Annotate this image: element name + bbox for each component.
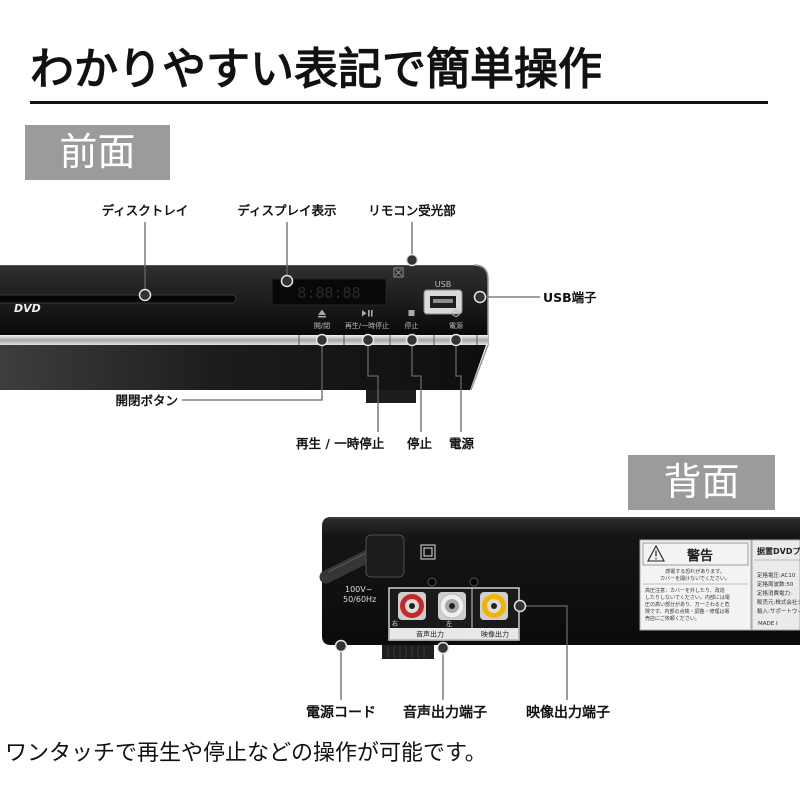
stop-icon (408, 310, 415, 316)
rating-line: 販売元:株式会社ジ (757, 598, 800, 606)
callout-dot-open-close (315, 333, 329, 347)
display-digits: 8:88:88 (297, 284, 360, 302)
double-insulation-icon (420, 544, 436, 560)
warning-line: したりしないでください。内部には電 (645, 594, 730, 601)
usb-label: USB (435, 280, 451, 289)
callout-line-open-close (182, 340, 323, 401)
button-separators (298, 335, 478, 345)
callout-dot-stop (405, 333, 419, 347)
button-label-power: 電源 (449, 321, 463, 330)
callout-display: ディスプレイ表示 (237, 203, 337, 218)
audio-right-label: 右 (392, 620, 398, 628)
callout-video-out-jack: 映像出力端子 (526, 705, 610, 721)
voltage-text: 100V~ (345, 585, 372, 594)
audio-left-jack-hole (449, 603, 455, 609)
audio-left-label: 左 (446, 620, 452, 628)
rating-line: 定格消費電力: (757, 589, 792, 597)
front-callout-lines (144, 222, 540, 432)
front-callout-dots (138, 253, 487, 347)
av-output-panel: 右 左 音声出力 映像出力 (388, 587, 520, 641)
back-device: 100V~ 50/60Hz (319, 517, 800, 659)
rating-line: 定格周波数:50 (757, 580, 794, 588)
callout-audio-out-jacks: 音声出力端子 (403, 705, 487, 721)
callout-disc-tray: ディスクトレイ (101, 203, 189, 218)
warning-line: 圧の高い部分があり、万一さわると危 (645, 601, 730, 608)
audio-right-jack-hole (409, 603, 415, 609)
eject-icon (318, 309, 326, 318)
back-foot (382, 645, 434, 659)
callout-line-play-pause (367, 340, 379, 432)
callout-dot-video-out (513, 599, 527, 613)
callout-remote-sensor: リモコン受光部 (368, 203, 456, 218)
button-label-play-pause: 再生/一時停止 (345, 321, 389, 330)
frequency-text: 50/60Hz (343, 595, 376, 604)
callout-dot-play-pause (361, 333, 375, 347)
front-base (0, 345, 486, 390)
callout-dot-power (449, 333, 463, 347)
warning-line: 高圧注意：カバーを外したり、改造 (645, 587, 725, 594)
back-callout-lines (340, 605, 568, 700)
callout-line-stop (411, 340, 422, 432)
rating-line: 輸入:サポートウィ (757, 607, 800, 615)
front-device: DVD 8:88:88 USB (0, 264, 489, 403)
footer-caption: ワンタッチで再生や停止などの操作が可能です。 (5, 741, 487, 766)
warning-line: 売店にご依頼ください。 (645, 615, 700, 622)
rating-title: 据置DVDプ (757, 546, 800, 556)
callout-dot-disc-tray (138, 288, 152, 302)
callout-usb-port: USB端子 (543, 290, 597, 305)
front-silver-strip (0, 335, 488, 345)
front-foot (366, 390, 416, 403)
page-title: わかりやすい表記で簡単操作 (30, 44, 602, 95)
video-out-label: 映像出力 (481, 630, 509, 639)
callout-line-video-out (520, 605, 568, 700)
callout-dot-audio-out (436, 641, 450, 655)
warning-sticker: 警告 感電する恐れがあります。 カバーを開けないでください。 高圧注意：カバーを… (639, 539, 752, 631)
power-cord-highlight (327, 549, 373, 573)
warning-triangle-icon (647, 544, 665, 562)
callout-open-close-button: 開閉ボタン (115, 393, 178, 408)
callout-dot-power-cord (334, 639, 348, 653)
screw-hole-left (427, 577, 437, 587)
callout-dot-remote-sensor (405, 253, 419, 267)
callout-stop: 停止 (407, 436, 433, 451)
play-pause-icon (362, 310, 373, 317)
front-section-label: 前面 (25, 125, 170, 180)
title-underline (30, 101, 768, 104)
warning-line: カバーを開けないでください。 (660, 575, 730, 582)
cord-strain-relief (365, 534, 405, 578)
button-label-open-close: 開/閉 (314, 322, 330, 330)
rating-sticker: 据置DVDプ 定格電圧:AC10 定格周波数:50 定格消費電力: 販売元:株式… (751, 539, 800, 631)
warning-line: 険です。内部の点検・調整・修理は販 (645, 608, 730, 615)
disc-tray-slot (0, 294, 237, 304)
callout-power: 電源 (449, 436, 475, 451)
callout-dot-usb-port (473, 290, 487, 304)
audio-out-label: 音声出力 (416, 630, 444, 639)
callout-power-cord: 電源コード (306, 705, 376, 721)
screw-hole-right (469, 577, 479, 587)
video-jack-hole (491, 603, 497, 609)
warning-line: 感電する恐れがあります。 (665, 568, 725, 575)
warning-title: 警告 (687, 548, 713, 564)
button-label-stop: 停止 (405, 321, 419, 330)
power-icon (452, 308, 460, 317)
callout-line-power (455, 340, 462, 432)
back-callout-dots (334, 599, 527, 655)
usb-port (423, 289, 463, 315)
rating-line: MADE I (758, 621, 778, 627)
back-section-label: 背面 (628, 455, 775, 510)
remote-sensor-icon (393, 267, 404, 278)
dvd-logo: DVD (14, 302, 41, 315)
rating-line: 定格電圧:AC10 (757, 571, 796, 579)
front-edge-highlight (470, 264, 489, 391)
callout-play-pause: 再生 / 一時停止 (296, 436, 385, 451)
callout-dot-display (280, 274, 294, 288)
